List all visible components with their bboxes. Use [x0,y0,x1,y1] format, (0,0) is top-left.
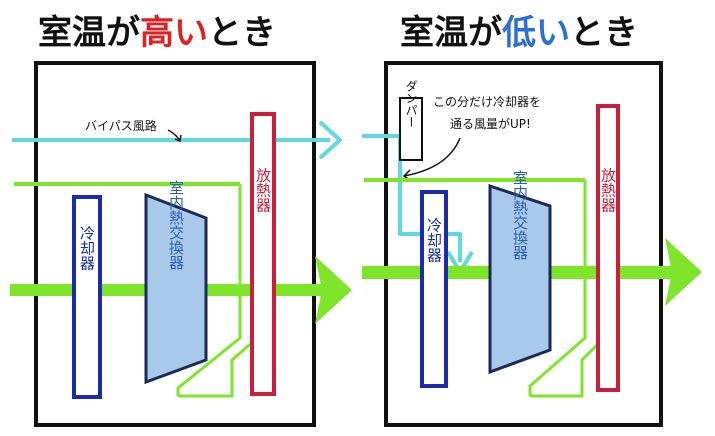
left-heat-exchanger: 室内熱交換器 [144,180,208,385]
left-radiator: 放熱器 [250,112,276,396]
right-damper: ダンパー [399,80,423,161]
right-title: 室温が低いとき [400,13,638,53]
left-bypass-label: バイパス風路 [85,118,157,133]
right-panel: 室温が低いとき ダンパー この分だけ冷却器を 通る風量がUP! [362,13,702,427]
right-note-line2: 通る風量がUP! [450,116,531,131]
left-bypass-airflow [12,120,342,160]
right-cooler-label: 冷却器 [425,218,443,263]
right-heat-exchanger: 室内熱交換器 [488,170,552,375]
left-radiator-label: 放熱器 [254,168,272,213]
right-damper-label: ダンパー [404,80,418,128]
right-radiator: 放熱器 [596,104,620,392]
left-panel: 室温が高いとき バイパス風路 冷却器 室 [10,13,352,427]
right-green-thin-flow [364,178,604,398]
right-note-line1: この分だけ冷却器を [433,95,541,109]
left-heat-exchanger-label: 室内熱交換器 [167,180,185,270]
left-green-thin-flow [14,182,256,398]
left-title: 室温が高いとき [38,13,276,53]
right-heat-exchanger-label: 室内熱交換器 [511,170,529,260]
right-radiator-label: 放熱器 [599,168,617,213]
left-cooler: 冷却器 [72,195,102,399]
right-note-pointer [403,137,461,177]
left-cooler-label: 冷却器 [78,226,96,271]
left-bypass-pointer [167,129,181,142]
right-cooler: 冷却器 [420,190,448,388]
